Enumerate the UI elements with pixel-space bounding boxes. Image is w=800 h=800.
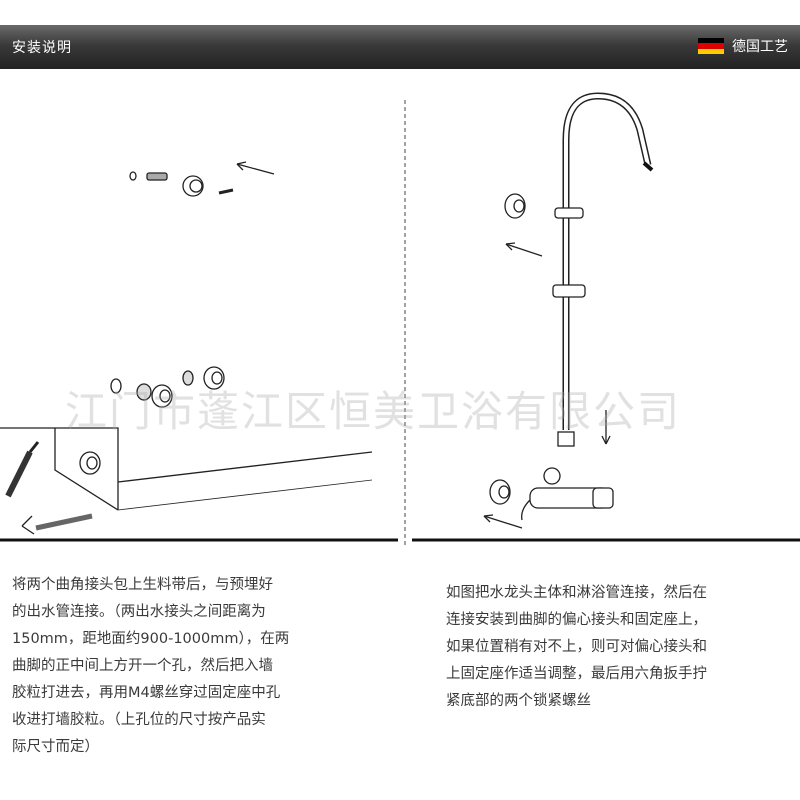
mixer-valve [521, 467, 614, 521]
header-bar: 安装说明 德国工艺 [0, 25, 800, 69]
caption-line: 150mm，距地面约900-1000mm），在两 [12, 631, 290, 647]
caption-line: 如图把水龙头主体和淋浴管连接，然后在 [446, 585, 707, 601]
origin-badge-label: 德国工艺 [732, 39, 788, 55]
caption-line: 将两个曲角接头包上生料带后，与预埋好 [12, 577, 273, 593]
german-flag-icon [698, 38, 724, 54]
arrow-left-mid [505, 242, 543, 257]
left-caption: 将两个曲角接头包上生料带后，与预埋好 的出水管连接。（两出水接头之间距离为 15… [12, 572, 372, 761]
eccentric-fittings [110, 366, 225, 408]
arrow-left-bottom [483, 514, 523, 529]
right-caption: 如图把水龙头主体和淋浴管连接，然后在 连接安装到曲脚的偏心接头和固定座上， 如果… [446, 580, 786, 715]
wall-illustration [0, 427, 373, 511]
screwdriver-icon [5, 441, 40, 498]
wall-flange-top [504, 193, 526, 219]
wrench-icon [21, 513, 93, 535]
company-watermark: 江门市蓬江区恒美卫浴有限公司 [65, 387, 682, 436]
origin-badge: 德国工艺 [698, 36, 788, 56]
arrow-left-top [236, 161, 275, 175]
caption-line: 如果位置稍有对不上，则可对偏心接头和 [446, 639, 707, 655]
caption-line: 曲脚的正中间上方开一个孔，然后把入墙 [12, 658, 273, 674]
caption-line: 胶粒打进去，再用M4螺丝穿过固定座中孔 [12, 685, 281, 701]
caption-line: 际尺寸而定） [12, 739, 99, 755]
exploded-wall-fixing-parts [129, 171, 234, 197]
section-title: 安装说明 [12, 40, 72, 56]
wall-flange-bottom [489, 479, 511, 505]
caption-line: 收进打墙胶粒。（上孔位的尺寸按产品实 [12, 712, 266, 728]
shower-column [552, 92, 654, 447]
caption-line: 的出水管连接。（两出水接头之间距离为 [12, 604, 266, 620]
caption-line: 上固定座作适当调整，最后用六角扳手拧 [446, 666, 707, 682]
installation-diagram [0, 92, 800, 545]
caption-line: 紧底部的两个锁紧螺丝 [446, 693, 591, 709]
caption-line: 连接安装到曲脚的偏心接头和固定座上， [446, 612, 707, 628]
arrow-down [601, 410, 611, 445]
